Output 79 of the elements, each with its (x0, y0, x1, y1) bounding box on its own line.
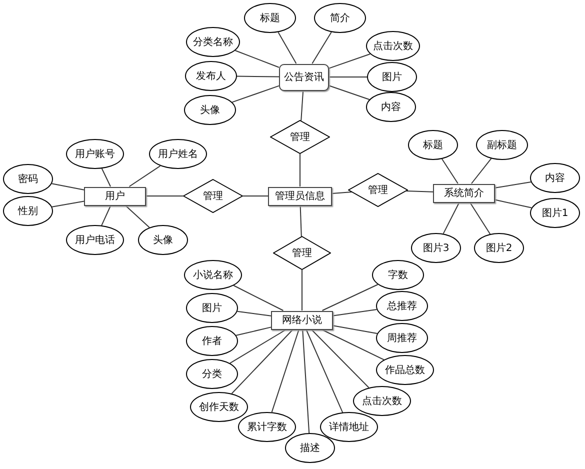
relationship-diamond: 管理 (270, 120, 330, 154)
attribute-ellipse: 图片 (186, 293, 238, 323)
relationship-diamond: 管理 (348, 173, 408, 207)
entity-box: 公告资讯 (279, 64, 329, 90)
connector-line (101, 168, 111, 187)
connector-line (328, 85, 370, 100)
connector-line (494, 199, 532, 208)
attribute-ellipse: 小说名称 (184, 260, 242, 290)
attribute-ellipse: 用户账号 (66, 139, 124, 169)
connector-line (128, 165, 161, 187)
connector-line (231, 329, 294, 394)
attribute-ellipse: 内容 (530, 163, 580, 193)
entity-box: 网络小说 (271, 310, 333, 330)
connector-line (310, 329, 370, 388)
connector-line (234, 50, 280, 68)
connector-line (230, 329, 287, 364)
attribute-ellipse: 分类 (186, 359, 238, 389)
connector-line (271, 329, 300, 413)
connector-line (300, 205, 302, 237)
connector-line (101, 205, 112, 226)
connector-line (278, 32, 297, 64)
attribute-ellipse: 分类名称 (186, 27, 240, 57)
attribute-ellipse: 点击次数 (366, 31, 420, 61)
connector-line (306, 329, 344, 413)
connector-line (471, 158, 492, 184)
attribute-ellipse: 字数 (372, 260, 424, 290)
attribute-ellipse: 周推荐 (376, 323, 428, 353)
attribute-ellipse: 用户电话 (66, 225, 124, 255)
relationship-diamond: 管理 (183, 179, 243, 213)
attribute-ellipse: 头像 (184, 95, 236, 125)
connector-line (302, 329, 310, 434)
attribute-ellipse: 性别 (3, 196, 53, 226)
attribute-ellipse: 副标题 (476, 130, 528, 160)
connector-line (322, 284, 378, 311)
attribute-ellipse: 作者 (186, 326, 238, 356)
connector-line (236, 310, 272, 316)
connector-line (236, 326, 272, 336)
attribute-ellipse: 图片2 (474, 233, 524, 263)
entity-box: 用户 (84, 186, 146, 206)
connector-line (442, 158, 458, 184)
attribute-ellipse: 创作天数 (190, 392, 248, 422)
connector-line (406, 190, 434, 192)
entity-box: 系统简介 (433, 184, 495, 202)
connector-line (332, 309, 378, 316)
attribute-ellipse: 描述 (285, 433, 335, 463)
attribute-ellipse: 图片 (367, 62, 417, 92)
attribute-ellipse: 标题 (244, 3, 296, 33)
attribute-ellipse: 图片3 (411, 233, 461, 263)
attribute-ellipse: 密码 (3, 164, 53, 194)
connector-line (300, 90, 304, 122)
attribute-ellipse: 用户姓名 (149, 139, 207, 169)
connector-line (233, 285, 284, 311)
connector-line (124, 205, 150, 228)
attribute-ellipse: 点击次数 (353, 386, 411, 416)
connector-line (328, 76, 368, 78)
attribute-ellipse: 详情地址 (320, 412, 378, 442)
connector-line (52, 200, 84, 208)
connector-line (236, 76, 280, 78)
attribute-ellipse: 内容 (366, 92, 416, 122)
relationship-diamond: 管理 (273, 236, 331, 270)
connector-line (321, 329, 384, 360)
connector-line (332, 192, 352, 194)
attribute-ellipse: 发布人 (185, 61, 237, 91)
connector-line (494, 182, 532, 188)
connector-line (51, 183, 84, 190)
connector-line (312, 32, 332, 64)
connector-line (470, 202, 491, 234)
attribute-ellipse: 标题 (408, 130, 458, 160)
attribute-ellipse: 图片1 (530, 198, 580, 228)
connector-line (232, 85, 280, 103)
connector-line (442, 202, 460, 234)
entity-box: 管理员信息 (268, 186, 332, 206)
attribute-ellipse: 简介 (314, 3, 366, 33)
attribute-ellipse: 作品总数 (376, 355, 434, 385)
attribute-ellipse: 总推荐 (376, 291, 428, 321)
attribute-ellipse: 累计字数 (238, 412, 296, 442)
connector-line (332, 325, 378, 334)
attribute-ellipse: 头像 (138, 225, 188, 255)
connector-line (328, 54, 371, 69)
